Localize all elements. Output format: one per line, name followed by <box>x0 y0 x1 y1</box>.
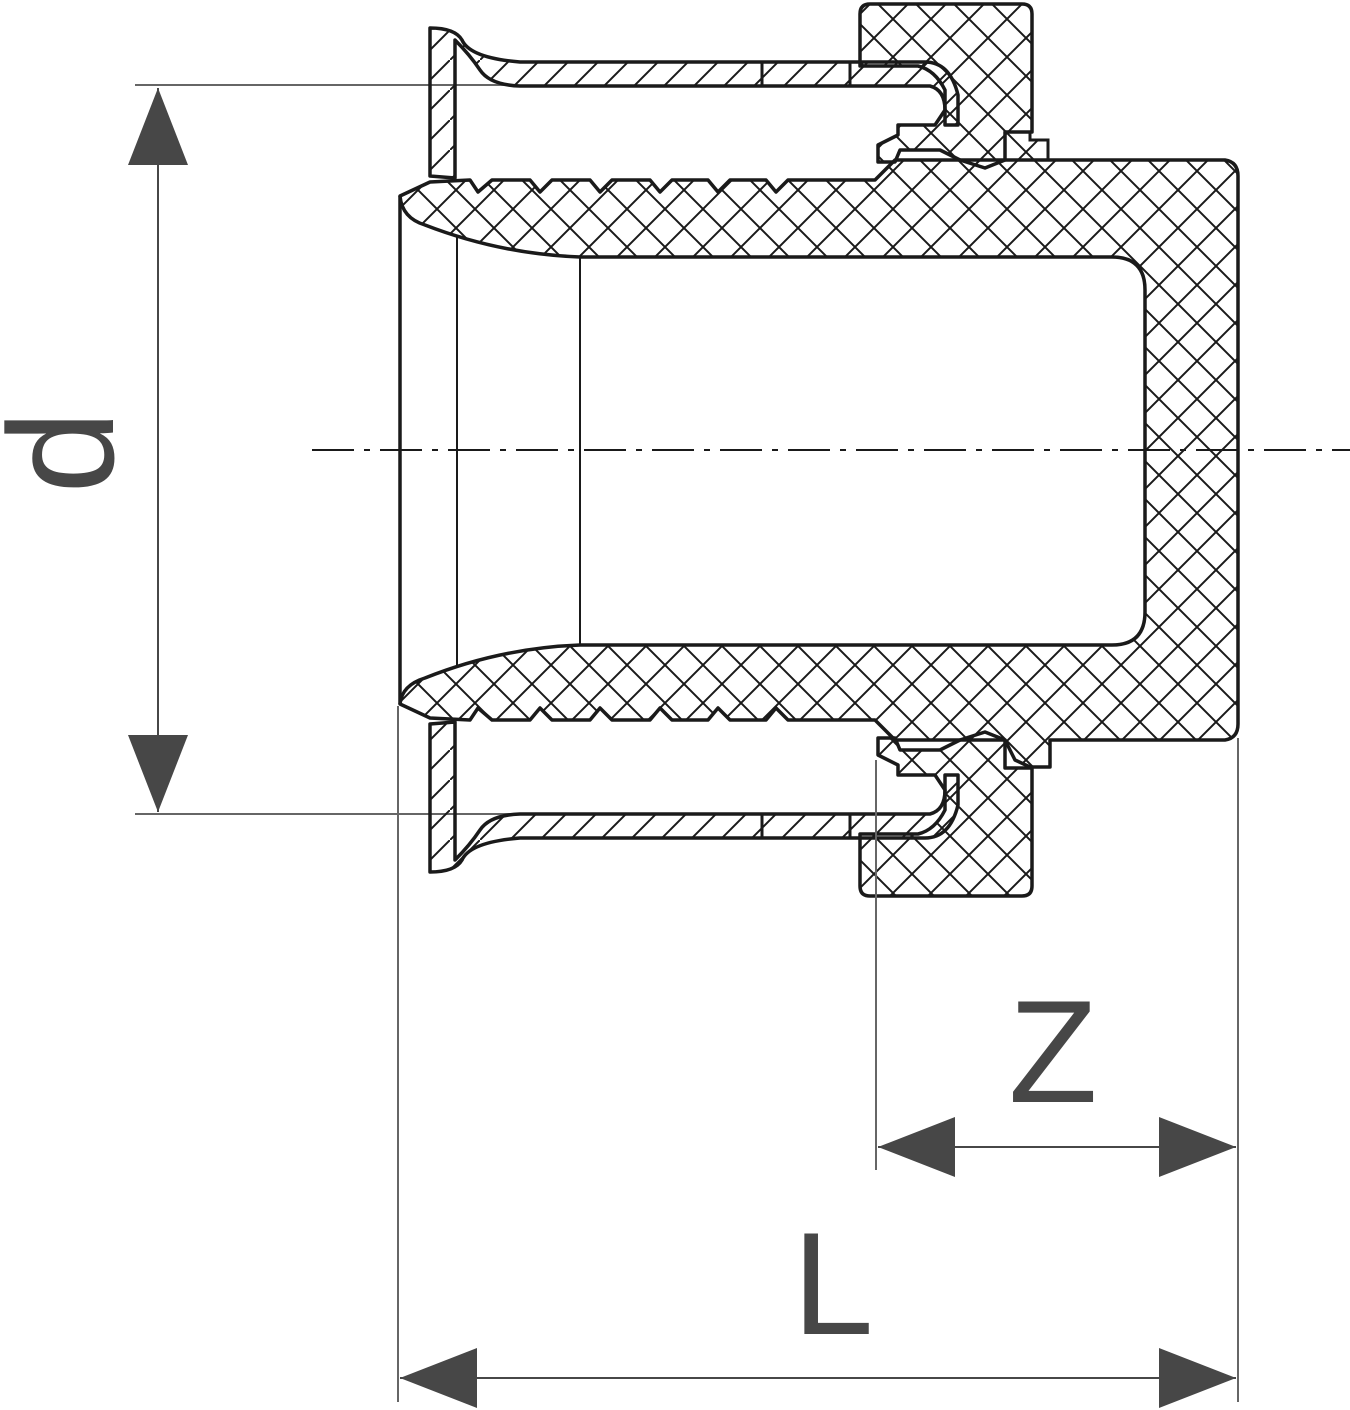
length-dimension: L <box>400 1202 1236 1408</box>
arrowhead-bottom <box>128 735 188 812</box>
union-nut <box>858 2 1034 898</box>
sleeve-gap-bottom <box>760 814 852 838</box>
arrowhead-z-left <box>878 1117 955 1177</box>
arrowhead-l-left <box>400 1348 477 1408</box>
body-wall-top <box>398 158 1240 769</box>
insertion-depth-label: Z <box>1008 970 1097 1133</box>
diameter-dimension: d <box>0 84 520 815</box>
nut-top <box>858 2 1034 170</box>
arrowhead-z-right <box>1159 1117 1236 1177</box>
length-label: L <box>792 1202 873 1365</box>
insertion-depth-dimension: Z <box>878 970 1236 1177</box>
nut-bottom <box>858 730 1034 898</box>
diameter-label: d <box>0 410 145 493</box>
body-step-top <box>1003 130 1050 162</box>
sleeve-gap-top <box>760 62 852 86</box>
arrowhead-l-right <box>1159 1348 1236 1408</box>
arrowhead-top <box>128 88 188 165</box>
